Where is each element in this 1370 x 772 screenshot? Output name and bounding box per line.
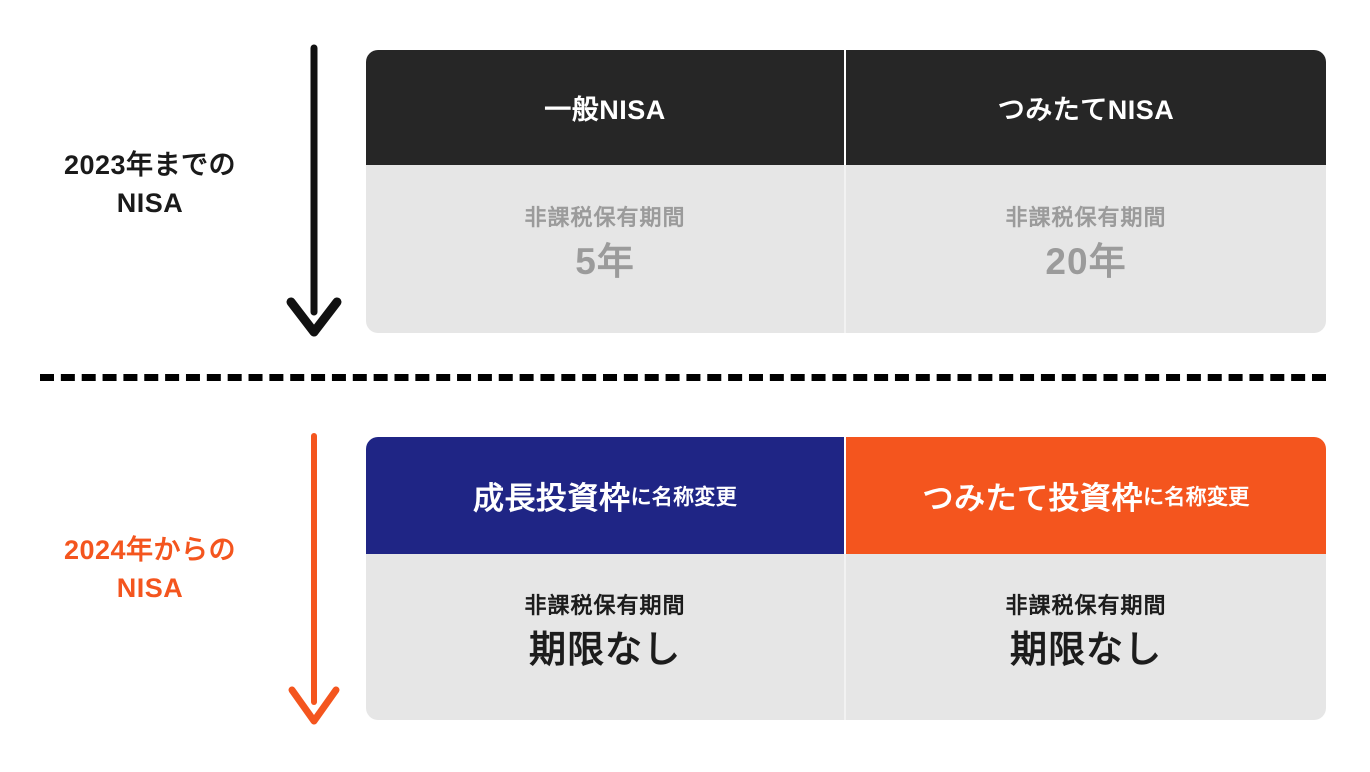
down-arrow-black-icon [286,44,342,337]
cell-tsumitate-quota-period: 非課税保有期間 期限なし [846,554,1326,720]
cell-caption-growth-quota: 非課税保有期間 [524,592,686,618]
header-label-tsumitate-quota: つみたて投資枠 [922,481,1143,516]
down-arrow-orange-icon [288,433,340,725]
dashed-separator [40,374,1326,381]
header-sublabel-growth-quota: に名称変更 [630,485,737,509]
header-sublabel-tsumitate-quota: に名称変更 [1143,485,1250,509]
header-cell-general-nisa: 一般NISA [366,50,846,165]
section-label-old-nisa: 2023年までの NISA [63,150,237,219]
cell-value-growth-quota: 期限なし [529,629,681,671]
cell-caption-general-nisa: 非課税保有期間 [524,204,686,230]
table-new-header-row: 成長投資枠 に名称変更 つみたて投資枠 に名称変更 [366,437,1326,554]
header-cell-tsumitate-nisa: つみたてNISA [846,50,1326,165]
cell-tsumitate-nisa-period: 非課税保有期間 20年 [846,165,1326,333]
header-cell-growth-quota: 成長投資枠 に名称変更 [366,437,846,554]
cell-caption-tsumitate-nisa: 非課税保有期間 [1005,204,1167,230]
table-old-nisa: 一般NISA つみたてNISA 非課税保有期間 5年 非課税保有期間 20年 [366,50,1326,333]
header-label-tsumitate-nisa: つみたてNISA [997,95,1175,125]
cell-value-tsumitate-nisa: 20年 [1045,241,1127,283]
header-cell-tsumitate-quota: つみたて投資枠 に名称変更 [846,437,1326,554]
table-new-nisa: 成長投資枠 に名称変更 つみたて投資枠 に名称変更 非課税保有期間 期限なし 非… [366,437,1326,720]
section-label-new-nisa: 2024年からの NISA [63,535,237,604]
cell-general-nisa-period: 非課税保有期間 5年 [366,165,846,333]
cell-value-tsumitate-quota: 期限なし [1010,629,1162,671]
header-label-general-nisa: 一般NISA [544,95,666,125]
cell-caption-tsumitate-quota: 非課税保有期間 [1005,592,1167,618]
cell-value-general-nisa: 5年 [575,241,635,283]
header-label-growth-quota: 成長投資枠 [473,481,631,516]
table-old-body-row: 非課税保有期間 5年 非課税保有期間 20年 [366,165,1326,333]
table-old-header-row: 一般NISA つみたてNISA [366,50,1326,165]
table-new-body-row: 非課税保有期間 期限なし 非課税保有期間 期限なし [366,554,1326,720]
cell-growth-quota-period: 非課税保有期間 期限なし [366,554,846,720]
